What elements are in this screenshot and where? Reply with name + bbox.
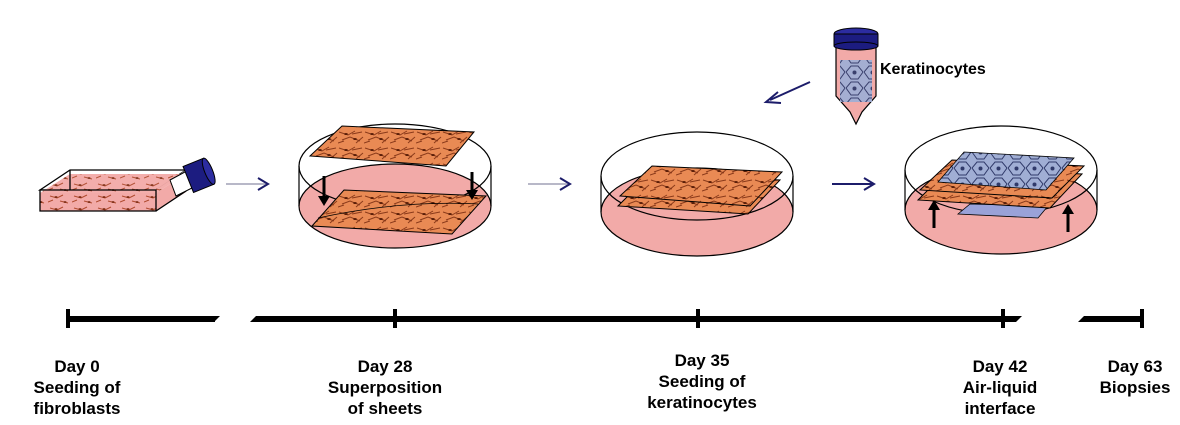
step-label: fibroblasts bbox=[22, 398, 132, 419]
step-label: interface bbox=[940, 398, 1060, 419]
day-label: Day 42 bbox=[940, 356, 1060, 377]
step-label: Biopsies bbox=[1092, 377, 1178, 398]
timeline-label-day-42: Day 42 Air-liquid interface bbox=[940, 356, 1060, 419]
flask-icon bbox=[40, 157, 218, 211]
arrow-icon bbox=[226, 178, 268, 190]
arrow-icon bbox=[528, 178, 570, 190]
timeline-label-day-28: Day 28 Superposition of sheets bbox=[310, 356, 460, 419]
timeline-label-day-63: Day 63 Biopsies bbox=[1092, 356, 1178, 398]
day-label: Day 0 bbox=[22, 356, 132, 377]
petri-dish-icon bbox=[299, 124, 491, 248]
timeline-label-day-35: Day 35 Seeding of keratinocytes bbox=[622, 350, 782, 413]
step-label: keratinocytes bbox=[622, 392, 782, 413]
step-label: of sheets bbox=[310, 398, 460, 419]
arrow-icon bbox=[832, 178, 874, 190]
petri-dish-icon bbox=[905, 126, 1097, 254]
step-label: Seeding of bbox=[622, 371, 782, 392]
arrow-icon bbox=[766, 82, 810, 103]
keratinocytes-label: Keratinocytes bbox=[880, 61, 986, 79]
day-label: Day 35 bbox=[622, 350, 782, 371]
timeline-label-day-0: Day 0 Seeding of fibroblasts bbox=[22, 356, 132, 419]
tube-icon bbox=[834, 28, 878, 124]
step-label: Superposition bbox=[310, 377, 460, 398]
day-label: Day 28 bbox=[310, 356, 460, 377]
day-label: Day 63 bbox=[1092, 356, 1178, 377]
step-label: Seeding of bbox=[22, 377, 132, 398]
petri-dish-icon bbox=[601, 132, 793, 256]
step-label: Air-liquid bbox=[940, 377, 1060, 398]
timeline-icon bbox=[67, 309, 1142, 328]
